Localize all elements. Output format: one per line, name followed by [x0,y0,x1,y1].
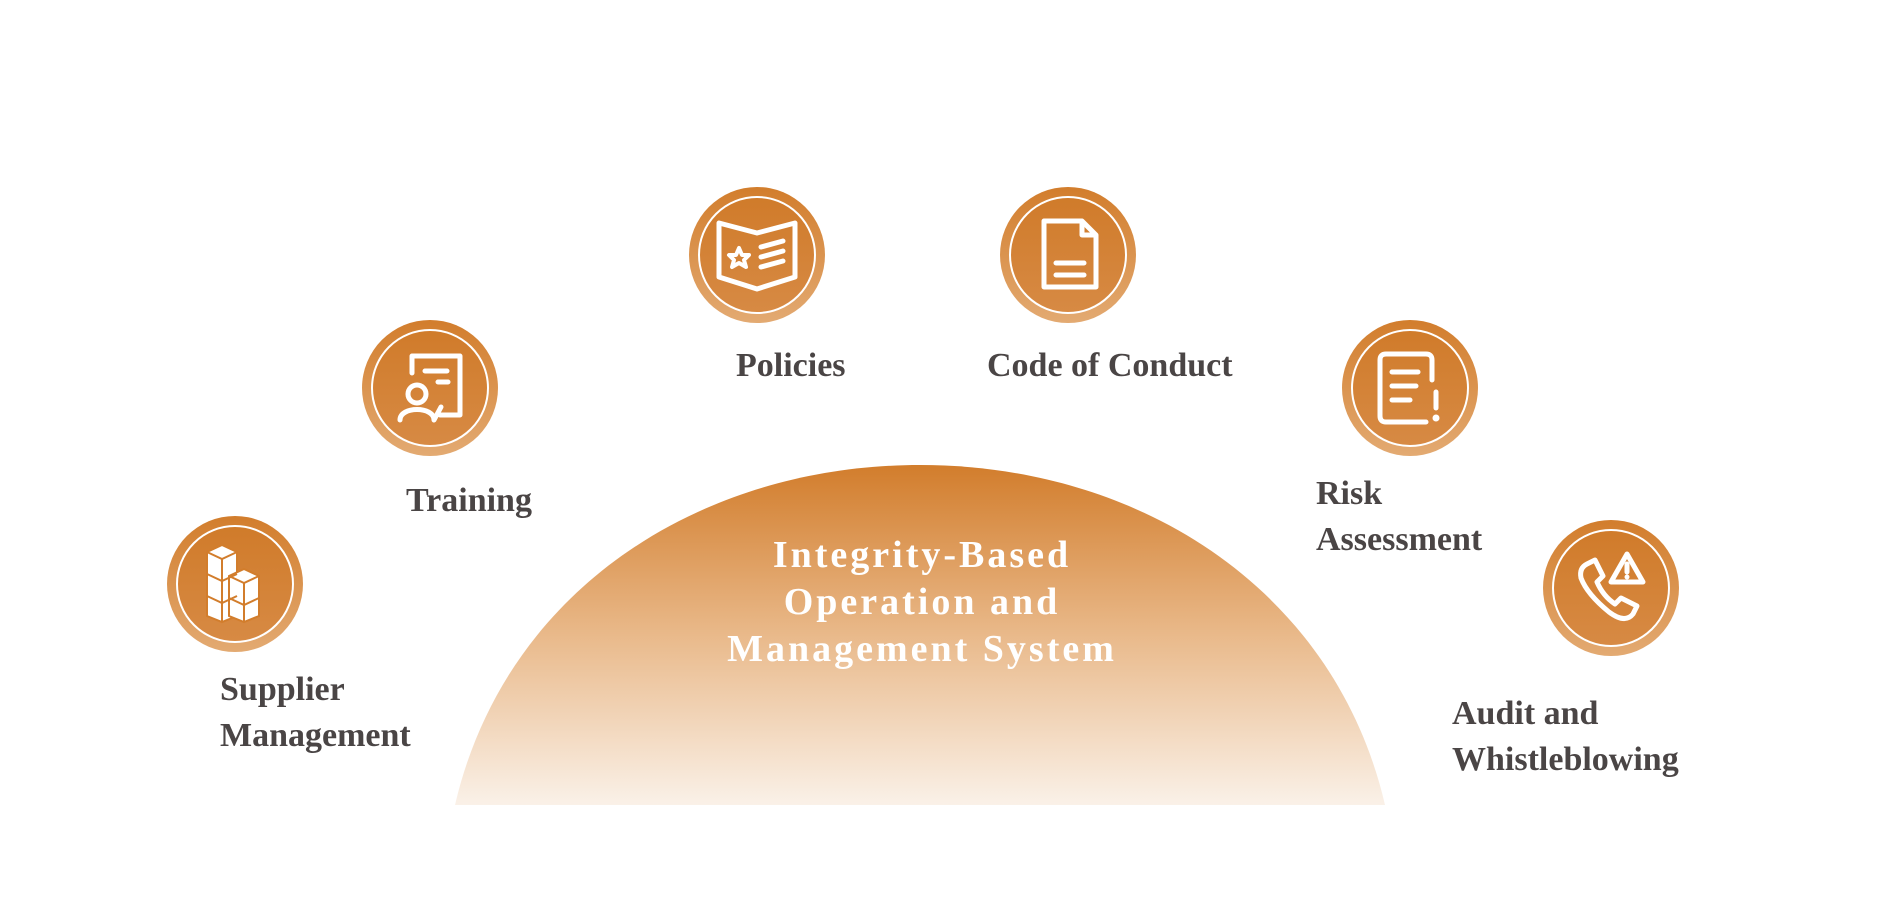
label-line: Whistleblowing [1452,741,1679,778]
label-line: Audit and [1452,695,1599,732]
label-line: Code of Conduct [987,347,1233,384]
center-title: Integrity-Based Operation and Management… [622,532,1222,673]
label-line: Risk [1316,475,1383,512]
code-of-conduct-label: Code of Conduct [987,343,1233,389]
document-alert-icon [1342,320,1478,456]
document-icon [1000,187,1136,323]
risk-assessment-label: Risk Assessment [1316,471,1482,563]
center-title-line: Integrity-Based [772,534,1072,576]
audit-whistleblowing-node [1543,520,1679,656]
training-label: Training [406,478,532,524]
center-title-line: Management System [727,628,1117,670]
supplier-management-node [167,516,303,652]
label-line: Training [406,482,532,519]
training-node [362,320,498,456]
label-line: Assessment [1316,521,1483,558]
policies-label: Policies [736,343,846,389]
label-line: Policies [736,347,846,384]
center-title-line: Operation and [783,581,1061,623]
phone-alert-icon [1543,520,1679,656]
supplier-management-label: Supplier Management [220,667,411,759]
label-line: Management [220,717,411,754]
policies-node [689,187,825,323]
blocks-icon [167,516,303,652]
risk-assessment-node [1342,320,1478,456]
trainer-document-icon [362,320,498,456]
audit-whistleblowing-label: Audit and Whistleblowing [1452,691,1679,783]
label-line: Supplier [220,671,345,708]
policy-book-icon [689,187,825,323]
code-of-conduct-node [1000,187,1136,323]
